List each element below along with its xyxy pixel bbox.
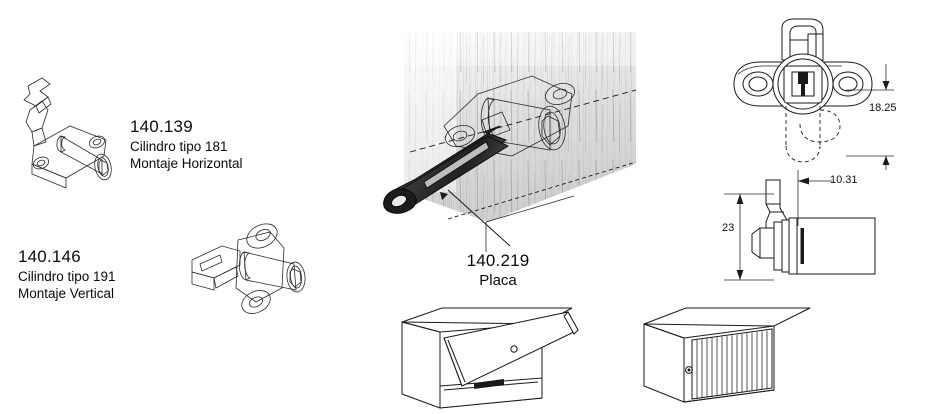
dimension-10-31-text: 10.31 [830,174,858,186]
dimension-23-text: 23 [722,222,735,234]
item-line1: Cilindro tipo 181 [130,138,228,154]
callout-label-140-219: 140.219 Placa [432,251,564,290]
technical-front-view [733,18,873,163]
dimension-18-25-graphic [846,64,894,170]
dimension-10-31-graphic [797,170,832,226]
dimension-23-graphic [724,193,774,281]
callout-name: Placa [479,271,517,289]
application-cabinet-flip-door [401,307,579,409]
item-label-140-139: 140.139 Cilindro tipo 181 Montaje Horizo… [130,116,243,172]
item-label-140-146: 140.146 Cilindro tipo 191 Montaje Vertic… [18,246,116,302]
item-code: 140.139 [130,117,193,136]
drawing-cylinder-lock-vertical [191,223,306,314]
item-line1: Cilindro tipo 191 [18,268,116,284]
item-code: 140.146 [18,247,81,266]
drawing-lock-on-wood-panel [383,32,637,252]
dimension-18-25-text: 18.25 [869,102,897,114]
item-line2: Montaje Horizontal [130,156,243,172]
item-line2: Montaje Vertical [18,286,115,302]
callout-code: 140.219 [466,251,530,270]
drawing-cylinder-lock-horizontal [23,77,112,189]
callout-leader-line [447,189,511,247]
application-cabinet-tambour [643,307,811,403]
